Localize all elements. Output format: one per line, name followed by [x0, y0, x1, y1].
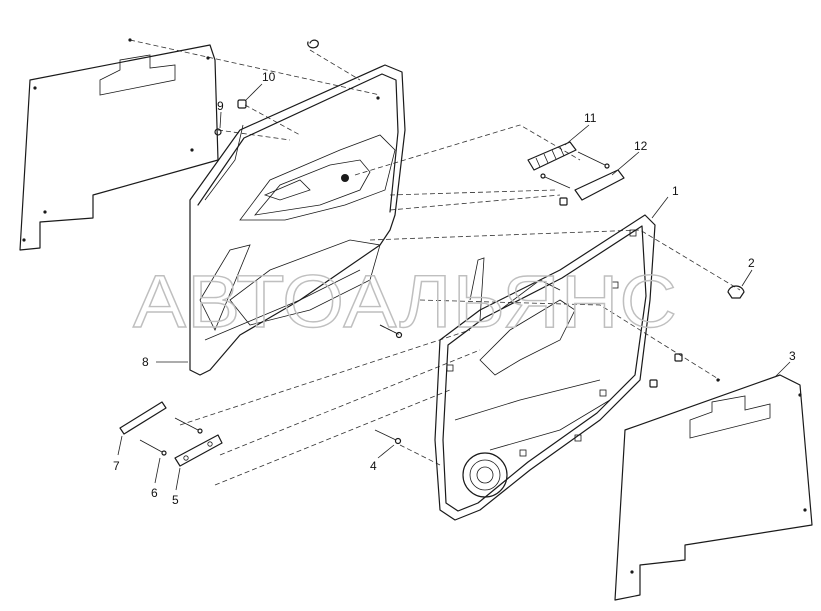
callout-12: 12 — [634, 139, 648, 153]
callout-3: 3 — [789, 349, 796, 363]
door-trim-panel — [189, 64, 406, 376]
pull-handle-7 — [119, 401, 167, 435]
assembly-lines — [129, 39, 741, 486]
insulation-sheet-right — [614, 374, 813, 601]
callout-1: 1 — [672, 184, 679, 198]
callout-6: 6 — [151, 486, 158, 500]
callout-4: 4 — [370, 459, 377, 473]
watermark-text: АВТОАЛЬЯНС — [133, 260, 678, 343]
handle-bracket-5 — [174, 434, 223, 467]
handle-cover-12 — [574, 169, 625, 201]
insulation-sheet-left — [19, 38, 219, 251]
clip-10 — [237, 99, 247, 109]
panel-clips — [559, 197, 683, 388]
door-inner-panel — [434, 214, 656, 521]
callout-2: 2 — [748, 256, 755, 270]
callout-labels: 1 2 3 4 5 6 7 8 9 10 11 12 — [113, 70, 796, 507]
callout-9: 9 — [217, 99, 224, 113]
grip-handle-11 — [527, 141, 610, 189]
callout-11: 11 — [584, 111, 597, 125]
screw-trim — [379, 324, 403, 339]
top-clip — [307, 39, 319, 49]
callout-10: 10 — [262, 70, 276, 84]
screw-9 — [214, 128, 222, 136]
screw-6 — [139, 417, 203, 456]
screw-4 — [374, 429, 402, 445]
callout-7: 7 — [113, 459, 120, 473]
clip-2 — [727, 285, 745, 299]
callout-5: 5 — [172, 493, 179, 507]
callout-8: 8 — [142, 355, 149, 369]
leader-lines — [117, 83, 791, 491]
